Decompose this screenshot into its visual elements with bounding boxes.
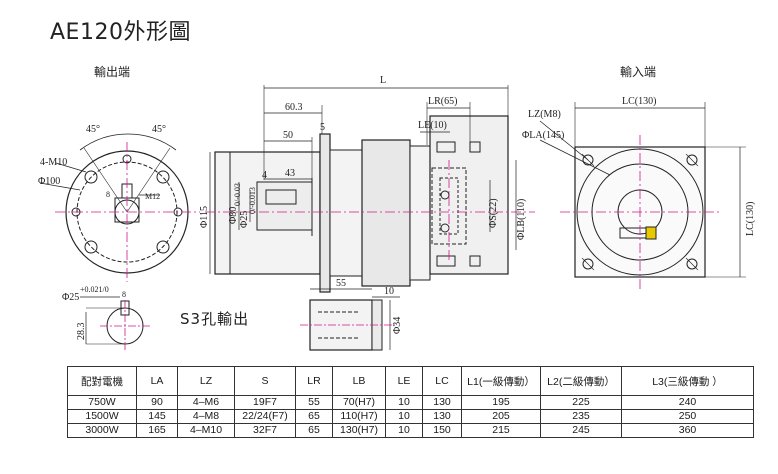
table-cell: 65 [295,409,333,424]
table-row: 3000W 165 4–M10 32F7 65 130(H7) 10 150 2… [67,423,754,438]
table-cell: 250 [621,409,754,424]
s3-dim-d34: Φ34 [392,317,403,334]
dim-LR: LR(65) [428,96,457,107]
col-LC: LC [422,366,462,396]
table-cell: 4–M8 [177,409,235,424]
dim-d25: Φ25 [239,211,250,228]
s3-hole-detail [309,288,400,351]
table-cell: 195 [461,395,541,410]
output-end-view [39,133,189,274]
spec-table: 配對電機 LA LZ S LR LB LE LC L1(一級傳動） L2(二級傳… [67,366,754,438]
keyway-detail [80,296,144,345]
dim-LB: ΦLB(110) [516,199,527,240]
col-LA: LA [136,366,178,396]
dim-m12: M12 [145,192,160,201]
table-cell: 130 [422,395,462,410]
dim-angle-45-right: 45° [152,124,166,135]
table-cell: 10 [385,409,423,424]
input-end-view [539,102,746,278]
s3-dim-55: 55 [336,278,346,289]
table-cell: 205 [461,409,541,424]
dim-60-3: 60.3 [285,102,303,113]
table-cell: 70(H7) [332,395,386,410]
table-row: 750W 90 4–M6 19F7 55 70(H7) 10 130 195 2… [67,395,754,410]
dim-d80-tol: 0/-0.03 [233,183,242,206]
dim-d100: Φ100 [38,176,60,187]
dim-4: 4 [262,170,267,181]
dim-LE: LE(10) [418,120,447,131]
col-S: S [234,366,296,396]
key-8: 8 [122,290,126,299]
dim-8: 8 [106,190,110,199]
dim-d115: Φ115 [199,206,210,228]
table-cell: 32F7 [234,423,296,438]
table-cell: 150 [422,423,462,438]
dim-d25-tol: 0/-0.013 [248,187,257,214]
dim-50: 50 [283,130,293,141]
side-view [209,85,517,293]
table-cell: 19F7 [234,395,296,410]
dim-LC-top: LC(130) [622,96,656,107]
table-row: 1500W 145 4–M8 22/24(F7) 65 110(H7) 10 1… [67,409,754,424]
dim-LA: ΦLA(145) [522,130,564,141]
col-L1: L1(一級傳動） [461,366,541,396]
table-cell: 235 [540,409,622,424]
col-L3: L3(三級傳動 ） [621,366,754,396]
table-cell: 10 [385,423,423,438]
table-cell: 165 [136,423,178,438]
dim-d80: Φ80 [228,207,239,224]
table-cell: 3000W [67,423,137,438]
dim-L: L [380,75,386,86]
table-cell: 240 [621,395,754,410]
dim-5: 5 [320,122,325,133]
table-cell: 750W [67,395,137,410]
col-LB: LB [332,366,386,396]
table-cell: 4–M6 [177,395,235,410]
output-end-label: 輸出端 [94,65,131,79]
table-cell: 130 [422,409,462,424]
col-LZ: LZ [177,366,235,396]
dim-angle-45-left: 45° [86,124,100,135]
s3-dim-10: 10 [384,286,394,297]
dim-4-m10: 4-M10 [40,157,67,168]
table-cell: 22/24(F7) [234,409,296,424]
table-cell: 360 [621,423,754,438]
table-cell: 110(H7) [332,409,386,424]
input-end-label: 輸入端 [620,65,657,79]
table-header-row: 配對電機 LA LZ S LR LB LE LC L1(一級傳動） L2(二級傳… [67,366,754,396]
table-cell: 90 [136,395,178,410]
table-cell: 4–M10 [177,423,235,438]
key-d25-tol: +0.021/0 [80,285,109,294]
key-d25: Φ25 [62,292,79,303]
dim-43: 43 [285,168,295,179]
col-LE: LE [385,366,423,396]
col-LR: LR [295,366,333,396]
dim-LZ: LZ(M8) [528,109,561,120]
table-cell: 130(H7) [332,423,386,438]
table-cell: 145 [136,409,178,424]
table-cell: 10 [385,395,423,410]
key-28-3: 28.3 [76,323,87,341]
table-cell: 55 [295,395,333,410]
s3-hole-output-label: S3孔輸出 [180,310,250,328]
table-cell: 225 [540,395,622,410]
dim-LC-side: LC(130) [745,202,756,236]
col-L2: L2(二級傳動） [540,366,622,396]
table-cell: 65 [295,423,333,438]
col-motor: 配對電機 [67,366,137,396]
table-cell: 245 [540,423,622,438]
dim-S: ΦS(22) [488,198,499,228]
page-title: AE120外形圖 [50,20,191,45]
table-cell: 1500W [67,409,137,424]
table-cell: 215 [461,423,541,438]
